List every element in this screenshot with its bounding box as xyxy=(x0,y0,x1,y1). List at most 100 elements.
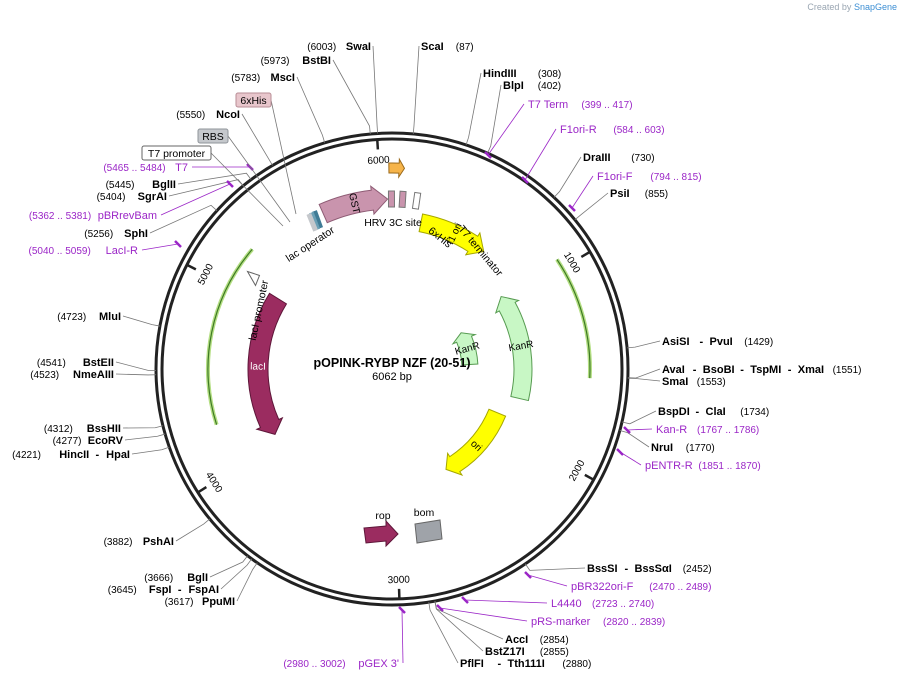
f1ori-r-primer-label[interactable]: F1ori-R(584 .. 603) xyxy=(560,124,665,136)
t7-primer-label[interactable]: T7(5465 .. 5484) xyxy=(103,162,188,174)
enzyme-name: HindIII xyxy=(483,68,517,80)
fspi-leader xyxy=(220,558,253,590)
bsssi-site-label[interactable]: BssSI-BssSαI(2452) xyxy=(587,563,712,575)
plasmid-name: pOPINK-RYBP NZF (20-51) xyxy=(314,356,471,370)
msci-site-label[interactable]: MscI(5783) xyxy=(231,72,295,84)
t7term-primer-mark xyxy=(484,151,492,159)
sgrai-site-label[interactable]: SgrAI(5404) xyxy=(97,191,167,203)
bgli-site-label[interactable]: BglI(3666) xyxy=(144,572,208,584)
rbs-box[interactable]: RBS xyxy=(197,128,229,144)
primer-name: T7 Term xyxy=(528,99,568,111)
primer-name: L4440 xyxy=(551,598,582,610)
t7promoter-box[interactable]: T7 promoter xyxy=(141,145,212,161)
avai-site-label[interactable]: AvaI-BsoBI-TspMI-XmaI(1551) xyxy=(662,364,862,376)
primer-name: F1ori-R xyxy=(560,124,597,136)
t7term-primer-label[interactable]: T7 Term(399 .. 417) xyxy=(528,99,633,111)
swai-site-label[interactable]: SwaI(6003) xyxy=(307,41,371,53)
enzyme-position: (308) xyxy=(538,69,561,80)
t7term-feat-feature-arrow xyxy=(388,157,406,179)
pbrrevbam-primer-label[interactable]: pBRrevBam(5362 .. 5381) xyxy=(29,210,157,222)
bstz17i-site-label[interactable]: BstZ17I(2855) xyxy=(485,646,569,658)
t7term-primer-leader xyxy=(487,103,525,156)
pshai-site-label[interactable]: PshAI(3882) xyxy=(104,536,174,548)
6xhis-box[interactable]: 6xHis xyxy=(235,92,272,108)
laci-r-primer-label[interactable]: LacI-R(5040 .. 5059) xyxy=(29,245,139,257)
mlui-site-label[interactable]: MluI(4723) xyxy=(57,311,121,323)
ppumi-site-label[interactable]: PpuMI (3617) xyxy=(165,596,235,608)
enzyme-name: PvuI xyxy=(710,336,733,348)
halo-arc-line xyxy=(556,259,591,379)
enzyme-position: (1429) xyxy=(744,337,773,348)
tick-mark xyxy=(185,263,197,271)
drai-site-label[interactable]: DraIII(730) xyxy=(583,152,655,164)
halo-arc xyxy=(206,247,254,426)
kan-r-primer-mark xyxy=(623,426,631,434)
bglii-site-label[interactable]: BglII(5445) xyxy=(106,179,176,191)
ecorv-site-label[interactable]: EcoRV(4277) xyxy=(53,435,124,447)
hindiii-leader xyxy=(465,72,482,146)
enzyme-name: PpuMI xyxy=(202,596,235,608)
swai-leader xyxy=(372,45,378,134)
hindiii-site-label[interactable]: HindIII (308) xyxy=(483,68,561,80)
bsshii-site-label[interactable]: BssHII(4312) xyxy=(44,423,121,435)
enzyme-separator: - xyxy=(178,584,182,596)
pflfi-site-label[interactable]: PflFI-Tth111I(2880) xyxy=(460,658,591,670)
l4440-primer-label[interactable]: L4440(2723 .. 2740) xyxy=(551,598,654,610)
gst-feature-arrow xyxy=(318,185,389,224)
nrui-site-label[interactable]: NruI(1770) xyxy=(651,442,715,454)
primer-position: (794 .. 815) xyxy=(650,172,701,183)
enzyme-position: (3617) xyxy=(165,597,194,608)
f1ori-f-primer-label[interactable]: F1ori-F(794 .. 815) xyxy=(597,171,702,183)
pbrrevbam-primer-mark xyxy=(226,180,234,188)
small-feature-mark xyxy=(306,212,318,232)
backbone-outer xyxy=(154,131,630,607)
tick-mark xyxy=(375,138,380,150)
pentr-r-primer-label[interactable]: pENTR-R(1851 .. 1870) xyxy=(645,460,761,472)
tick-mark xyxy=(580,250,592,259)
nmeaiii-site-label[interactable]: NmeAIII (4523) xyxy=(30,369,114,381)
acci-site-label[interactable]: AccI(2854) xyxy=(505,634,569,646)
bsteii-site-label[interactable]: BstEII(4541) xyxy=(37,357,114,369)
enzyme-separator: - xyxy=(96,449,100,461)
prs-marker-primer-label[interactable]: pRS-marker(2820 .. 2839) xyxy=(531,616,665,628)
enzyme-name: NmeAIII xyxy=(73,369,114,381)
gst-label: GST xyxy=(346,192,361,214)
pgex3-primer-label[interactable]: pGEX 3'(2980 .. 3002) xyxy=(283,658,399,670)
kan-r-primer-label[interactable]: Kan-R(1767 .. 1786) xyxy=(656,424,759,436)
bspdi-site-label[interactable]: BspDI-ClaI(1734) xyxy=(658,406,769,418)
enzyme-name: Tth111I xyxy=(508,658,545,670)
small-feature-arrow xyxy=(398,190,407,209)
primer-name: pBR322ori-F xyxy=(571,581,634,593)
enzyme-name: AvaI xyxy=(662,364,685,376)
scai-site-label[interactable]: ScaI(87) xyxy=(421,41,474,53)
enzyme-position: (1734) xyxy=(740,407,769,418)
smai-site-label[interactable]: SmaI(1553) xyxy=(662,376,726,388)
primer-position: (5465 .. 5484) xyxy=(103,163,165,174)
enzyme-name: SmaI xyxy=(662,376,688,388)
enzyme-name: PsiI xyxy=(610,188,630,200)
hincii-site-label[interactable]: HpaI-HincII(4221) xyxy=(12,449,130,461)
blpi-site-label[interactable]: BlpI(402) xyxy=(503,80,561,92)
tick-label: 3000 xyxy=(387,575,410,587)
primer-position: (2980 .. 3002) xyxy=(283,659,345,670)
primer-name: LacI-R xyxy=(106,245,138,257)
enzyme-separator: - xyxy=(693,364,697,376)
t7promoter-box-text: T7 promoter xyxy=(148,148,206,160)
enzyme-name: AccI xyxy=(505,634,528,646)
kanr-outer-label: KanR xyxy=(508,339,535,354)
prs-marker-primer-mark xyxy=(436,604,444,612)
fspi-site-label[interactable]: FspAI-FspI(3645) xyxy=(108,584,219,596)
enzyme-position: (4523) xyxy=(30,370,59,381)
ncoi-site-label[interactable]: NcoI(5550) xyxy=(176,109,240,121)
hrv-3c-site-label: HRV 3C site xyxy=(364,217,422,229)
enzyme-position: (3666) xyxy=(144,573,173,584)
asisi-site-label[interactable]: AsiSI-PvuI(1429) xyxy=(662,336,773,348)
pbr322ori-f-primer-label[interactable]: pBR322ori-F(2470 .. 2489) xyxy=(571,581,711,593)
enzyme-name: NcoI xyxy=(216,109,240,121)
kanr-inner-feature-arrow xyxy=(451,332,479,366)
prs-marker-primer-leader xyxy=(439,607,528,622)
bstbi-site-label[interactable]: BstBI(5973) xyxy=(261,55,331,67)
enzyme-name: PshAI xyxy=(143,536,174,548)
sphi-site-label[interactable]: SphI(5256) xyxy=(84,228,148,240)
psii-site-label[interactable]: PsiI(855) xyxy=(610,188,668,200)
